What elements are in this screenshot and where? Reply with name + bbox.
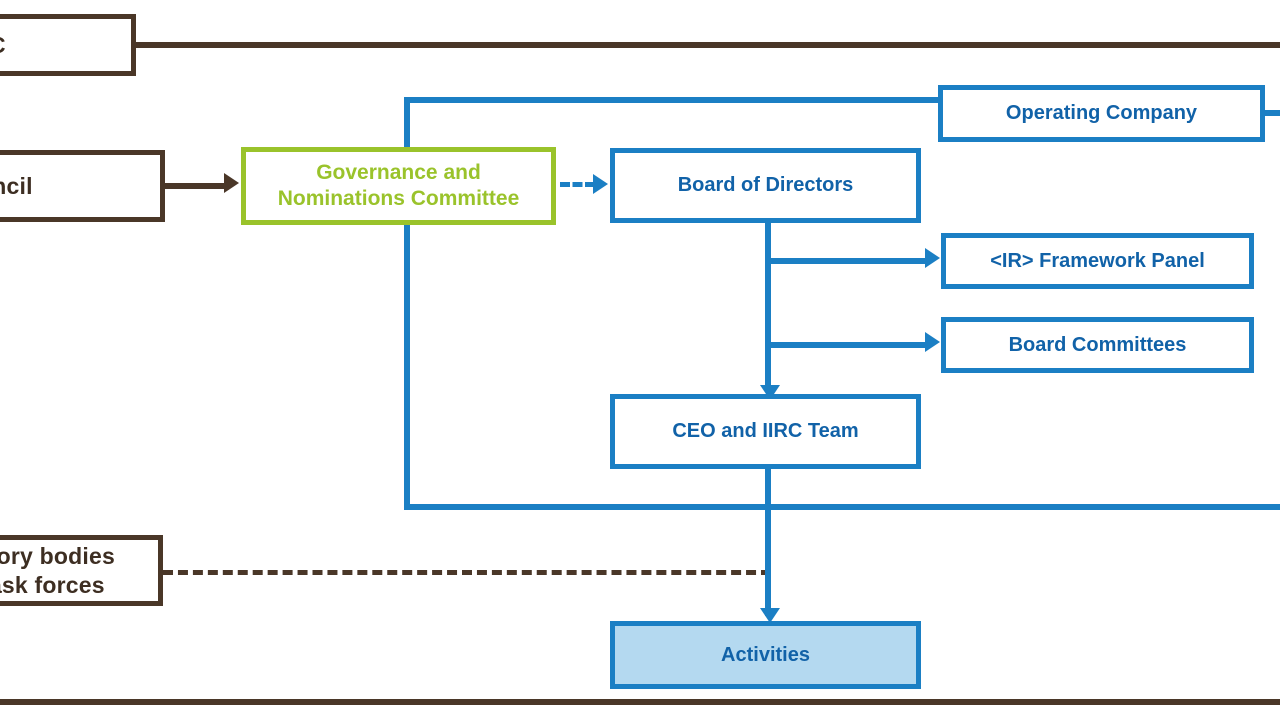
- node-board-of-directors[interactable]: Board of Directors: [610, 148, 921, 223]
- connector-operating-company-right-stub: [1262, 110, 1280, 116]
- connector-iirc-to-right: [135, 42, 1280, 48]
- arrowhead-board-committees-icon: [925, 332, 940, 352]
- node-council-label: Council: [0, 172, 33, 199]
- node-advisory-bodies[interactable]: Advisory bodies and task forces: [0, 535, 163, 606]
- connector-bracket-left: [404, 97, 410, 510]
- node-governance-line1: Governance and: [316, 161, 481, 185]
- connector-bottom-frame: [0, 699, 1280, 705]
- connector-council-to-governance: [163, 183, 225, 189]
- node-governance-and-nominations-committee[interactable]: Governance and Nominations Committee: [241, 147, 556, 225]
- node-ceo-and-iirc-team-label: CEO and IIRC Team: [672, 420, 859, 443]
- connector-advisory-dashed: [163, 570, 771, 575]
- connector-bracket-bottom: [404, 504, 1280, 510]
- node-ir-framework-panel-label: <IR> Framework Panel: [990, 249, 1205, 272]
- node-advisory-bodies-line1: Advisory bodies: [0, 543, 115, 570]
- node-advisory-bodies-line2: and task forces: [0, 571, 105, 598]
- node-ir-framework-panel[interactable]: <IR> Framework Panel: [941, 233, 1254, 289]
- node-ceo-and-iirc-team[interactable]: CEO and IIRC Team: [610, 394, 921, 469]
- node-council[interactable]: Council: [0, 150, 165, 222]
- node-iirc[interactable]: IIRC: [0, 14, 136, 76]
- node-board-committees-label: Board Committees: [1008, 333, 1187, 356]
- node-board-committees[interactable]: Board Committees: [941, 317, 1254, 373]
- node-activities[interactable]: Activities: [610, 621, 921, 689]
- arrowhead-governance-to-board-icon: [593, 174, 608, 194]
- connector-board-to-board-committees: [765, 342, 927, 348]
- node-activities-label: Activities: [721, 643, 810, 666]
- connector-bracket-top: [404, 97, 941, 103]
- node-operating-company[interactable]: Operating Company: [938, 85, 1265, 142]
- connector-ceo-to-activities: [765, 468, 771, 616]
- connector-board-to-framework-panel: [765, 258, 927, 264]
- node-iirc-label: IIRC: [0, 31, 6, 59]
- arrowhead-framework-panel-icon: [925, 248, 940, 268]
- node-board-of-directors-label: Board of Directors: [677, 174, 854, 197]
- node-operating-company-label: Operating Company: [1005, 102, 1198, 125]
- node-governance-line2: Nominations Committee: [277, 187, 520, 210]
- arrowhead-ceo-to-activities-icon: [760, 608, 780, 623]
- connector-governance-to-board: [560, 182, 595, 187]
- arrowhead-council-to-governance-icon: [224, 173, 239, 193]
- connector-board-spine: [765, 220, 771, 392]
